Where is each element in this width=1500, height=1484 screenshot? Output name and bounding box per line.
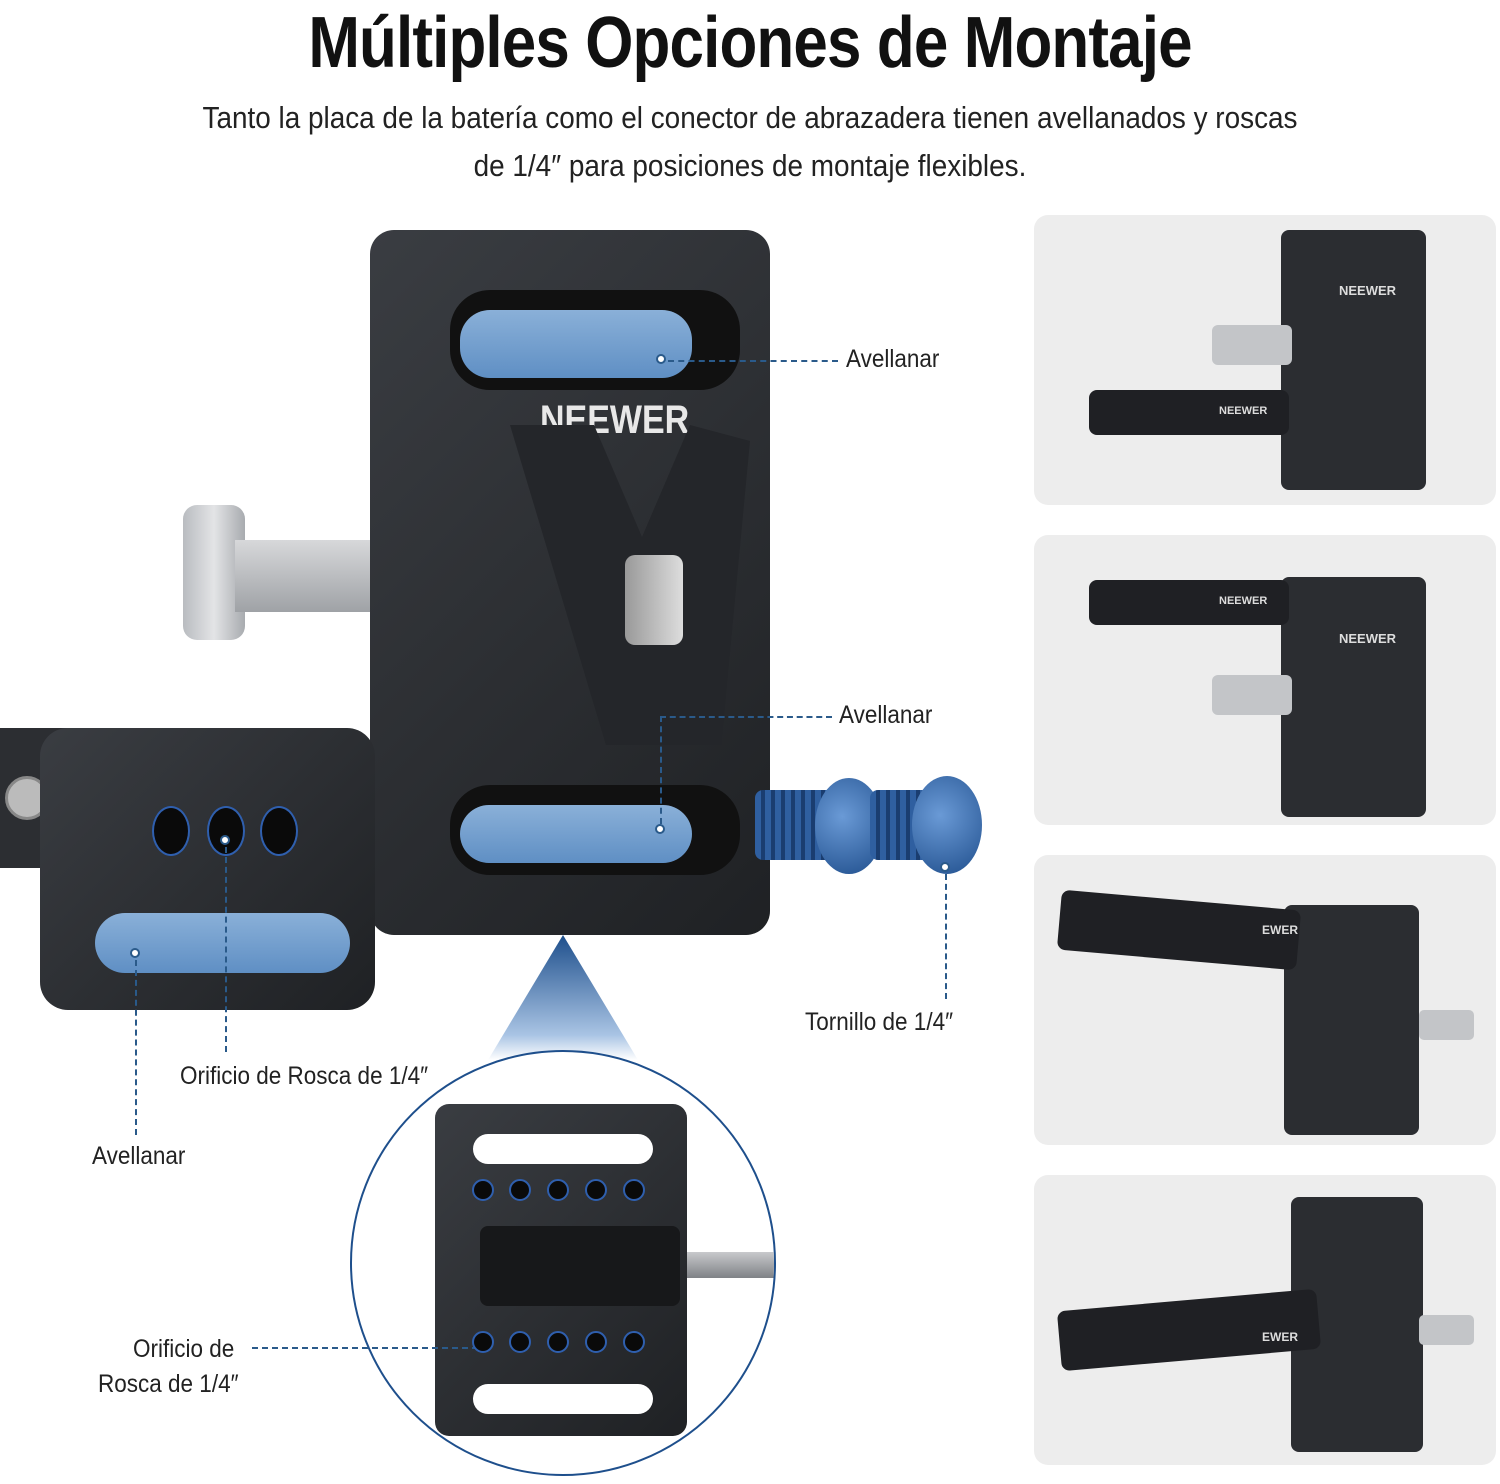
- callout-line: [660, 716, 832, 718]
- back-slot: [473, 1384, 653, 1414]
- subtitle-line-2: de 1/4″ para posiciones de montaje flexi…: [473, 148, 1027, 183]
- mini-brand: NEEWER: [1339, 283, 1397, 298]
- thread-hole: [585, 1179, 607, 1201]
- clamp-countersink: [95, 913, 350, 973]
- mini-brand: NEEWER: [1339, 631, 1397, 646]
- mini-plate: [1284, 905, 1419, 1135]
- thread-hole: [472, 1331, 494, 1353]
- magnifier-circle: [350, 1050, 776, 1476]
- callout-line: [252, 1347, 478, 1349]
- mini-arm-brand: NEEWER: [1219, 405, 1268, 417]
- rod: [672, 1252, 774, 1278]
- mount-bracket: [480, 1226, 680, 1306]
- thread-hole: [585, 1331, 607, 1353]
- screw-head-2: [912, 776, 982, 874]
- bottom-countersink: [460, 805, 692, 863]
- callout-dot: [655, 824, 665, 834]
- lever-handle: [183, 505, 245, 640]
- label-clamp-countersink: Avellanar: [92, 1142, 186, 1170]
- magnifier-beam: [488, 935, 638, 1060]
- thread-hole: [509, 1331, 531, 1353]
- page-title: Múltiples Opciones de Montaje: [308, 3, 1192, 83]
- callout-line: [225, 847, 227, 1052]
- mini-lever: [1212, 675, 1292, 715]
- thread-hole: [623, 1179, 645, 1201]
- thread-hole: [547, 1179, 569, 1201]
- mount-option-panel-1: NEEWER NEEWER: [1034, 215, 1496, 505]
- callout-line: [660, 716, 662, 824]
- top-countersink: [460, 310, 692, 378]
- mini-arm-brand: EWER: [1262, 1330, 1298, 1344]
- mini-plate: [1281, 230, 1426, 490]
- callout-line: [945, 874, 947, 999]
- lock-tab: [625, 555, 683, 645]
- mini-arm-brand: NEEWER: [1219, 595, 1268, 607]
- mini-lever: [1212, 325, 1292, 365]
- callout-dot: [130, 948, 140, 958]
- mini-arm: [1089, 580, 1289, 625]
- label-clamp-thread: Orificio de Rosca de 1/4″: [180, 1062, 429, 1090]
- battery-plate: NEEWER: [370, 230, 770, 935]
- thread-hole: [472, 1179, 494, 1201]
- mini-arm: [1089, 390, 1289, 435]
- mini-arm-brand: EWER: [1262, 923, 1298, 937]
- mini-lever: [1419, 1010, 1474, 1040]
- mini-plate: [1281, 577, 1426, 817]
- thread-hole: [547, 1331, 569, 1353]
- label-back-thread-1: Orificio de: [133, 1335, 235, 1363]
- thread-hole: [509, 1179, 531, 1201]
- callout-dot: [940, 862, 950, 872]
- thread-hole: [152, 806, 190, 856]
- label-mid-countersink: Avellanar: [839, 701, 933, 729]
- thread-hole: [260, 806, 298, 856]
- label-back-thread-2: Rosca de 1/4″: [98, 1370, 239, 1398]
- label-top-countersink: Avellanar: [846, 345, 940, 373]
- mount-option-panel-4: EWER: [1034, 1175, 1496, 1465]
- callout-line: [668, 360, 838, 362]
- mount-option-panel-3: EWER: [1034, 855, 1496, 1145]
- back-slot: [473, 1134, 653, 1164]
- callout-dot: [656, 354, 666, 364]
- plate-back: [435, 1104, 687, 1436]
- label-screw: Tornillo de 1/4″: [805, 1008, 954, 1036]
- mount-option-panel-2: NEEWER NEEWER: [1034, 535, 1496, 825]
- thread-hole: [623, 1331, 645, 1353]
- callout-dot: [220, 835, 230, 845]
- subtitle-line-1: Tanto la placa de la batería como el con…: [202, 100, 1298, 135]
- clamp-block: [40, 728, 375, 1010]
- mini-lever: [1419, 1315, 1474, 1345]
- callout-line: [135, 960, 137, 1135]
